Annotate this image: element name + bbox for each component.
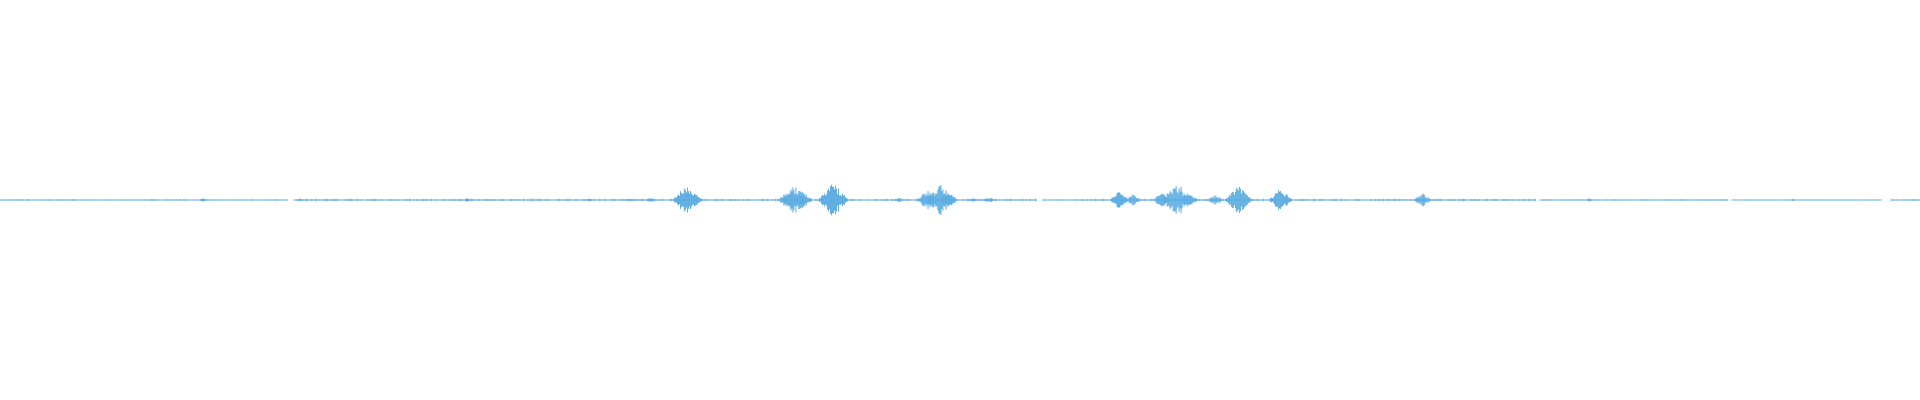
waveform-layer (0, 184, 1920, 216)
